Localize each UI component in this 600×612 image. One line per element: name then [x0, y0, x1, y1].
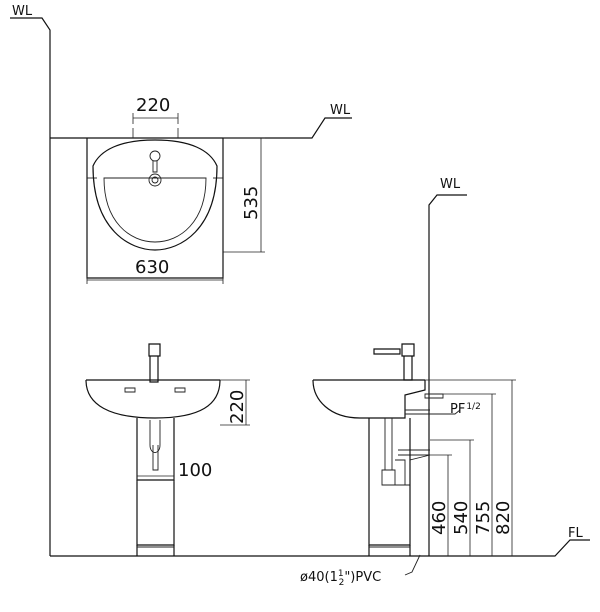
side-trap — [384, 418, 393, 471]
front-basin-bowl — [85, 379, 221, 419]
side-elevation — [312, 194, 516, 576]
dim-line-540 — [430, 439, 474, 556]
dim-h-460: 460 — [429, 501, 450, 535]
dim-line-460 — [430, 454, 452, 556]
front-faucet-body — [149, 356, 159, 383]
side-basin-bowl — [312, 379, 426, 419]
dim-h-820: 820 — [493, 501, 514, 535]
label-pf: PF1/2 — [450, 402, 481, 417]
label-wl-top: WL — [12, 4, 33, 19]
plan-view — [50, 113, 352, 284]
plan-bowl-inner — [103, 177, 207, 243]
front-pedestal-lower — [136, 480, 175, 546]
front-elevation — [85, 343, 250, 556]
dim-pedestal-width: 100 — [178, 460, 212, 481]
side-bracket — [424, 393, 444, 399]
dim-front-height: 220 — [227, 390, 248, 424]
plan-wall-line — [50, 117, 352, 139]
dim-line-820 — [425, 379, 516, 556]
plan-drain — [148, 173, 162, 187]
label-wl-plan: WL — [330, 103, 351, 118]
front-pedestal-upper — [136, 418, 175, 481]
left-wall-line — [10, 17, 51, 556]
plan-tap — [149, 150, 161, 162]
dim-line-755 — [440, 393, 496, 556]
pvc-leader — [404, 554, 421, 576]
wall-and-floor-lines — [10, 17, 590, 557]
side-faucet-spout — [373, 348, 401, 355]
dim-h-540: 540 — [451, 501, 472, 535]
dim-tap-spacing: 220 — [136, 95, 170, 116]
plan-bowl — [92, 139, 218, 251]
dim-plan-width: 630 — [135, 257, 169, 278]
dim-h-755: 755 — [473, 501, 494, 535]
label-wl-side: WL — [440, 177, 461, 192]
dim-plan-depth: 535 — [241, 186, 262, 220]
floor-line — [50, 539, 590, 557]
label-fl: FL — [568, 526, 583, 541]
side-faucet-body — [403, 356, 413, 381]
side-wall-line — [428, 194, 467, 556]
front-faucet-handle — [148, 343, 161, 357]
side-pedestal — [368, 418, 411, 546]
plan-basin-outer — [86, 138, 224, 279]
side-faucet-handle — [401, 343, 415, 357]
